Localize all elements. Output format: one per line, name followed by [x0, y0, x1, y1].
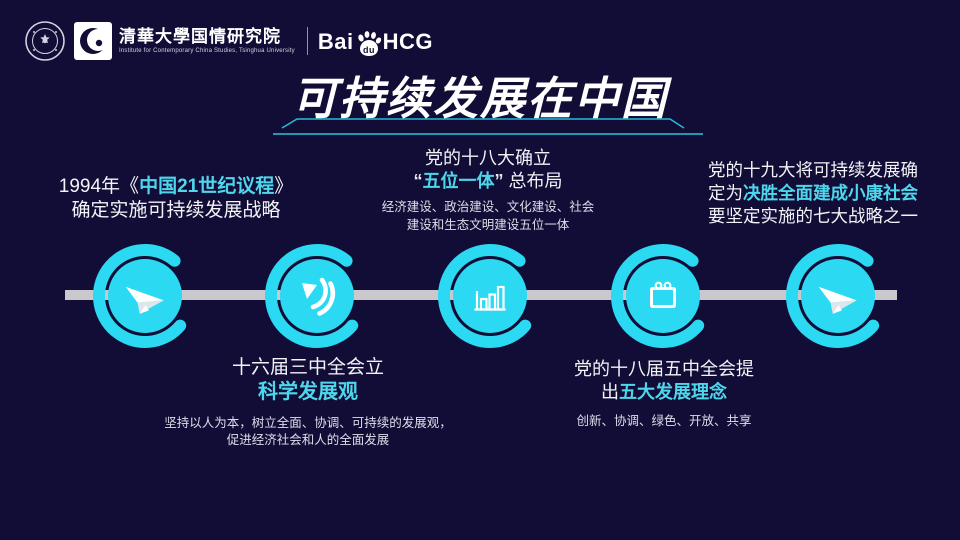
brand-bai: Bai	[317, 28, 354, 54]
title-underline-decoration	[273, 118, 703, 135]
header-divider	[306, 27, 308, 55]
event-1-pre: 1994年《	[58, 176, 140, 197]
brand-hcg: HCG	[382, 28, 433, 54]
event-5-line3: 要坚定实施的七大战略之一	[708, 206, 918, 227]
institute-crest-icon	[74, 22, 112, 60]
bar-chart-icon	[474, 285, 506, 311]
tsinghua-seal-icon	[25, 21, 65, 61]
event-1-post: 》	[274, 176, 294, 197]
event-3-post: 总布局	[503, 171, 563, 192]
timeline-node-3	[438, 244, 532, 348]
svg-text:du: du	[363, 45, 375, 55]
event-4-detail: 创新、协调、绿色、开放、共享	[576, 414, 752, 429]
event-2-highlight: 科学发展观	[258, 381, 358, 404]
event-5-highlight: 决胜全面建成小康社会	[743, 183, 918, 204]
event-3-line1: 党的十八大确立	[425, 148, 551, 168]
event-2-headline: 十六届三中全会立 科学发展观	[160, 356, 456, 406]
page-title: 可持续发展在中国	[291, 73, 668, 124]
event-5-line1: 党的十九大将可持续发展确	[708, 160, 918, 180]
event-1-text: 1994年《中国21世纪议程》 确定实施可持续发展战略	[28, 175, 324, 224]
event-3-headline: 党的十八大确立 “五位一体” 总布局	[378, 147, 598, 193]
event-3-detail: 经济建设、政治建设、文化建设、社会建设和生态文明建设五位一体	[381, 200, 595, 232]
institute-subtitle: Institute for Contemporary China Studies…	[119, 48, 295, 55]
timeline-node-4	[611, 244, 705, 348]
event-3-text: 党的十八大确立 “五位一体” 总布局 经济建设、政治建设、文化建设、社会建设和生…	[378, 147, 598, 234]
timeline-node-1	[93, 244, 187, 348]
institute-org: 清華大學国情研究院 Institute for Contemporary Chi…	[119, 26, 295, 55]
event-3-quote-open: “	[413, 171, 423, 192]
event-1-highlight: 中国21世纪议程	[139, 176, 275, 197]
calendar-icon	[650, 281, 676, 308]
event-4-text: 党的十八届五中全会提 出五大发展理念 创新、协调、绿色、开放、共享	[543, 358, 785, 431]
header: 清華大學国情研究院 Institute for Contemporary Chi…	[24, 18, 433, 64]
paper-plane-icon	[125, 286, 164, 314]
baidu-hcg-logo: Bai du HCG	[317, 28, 433, 56]
event-4-highlight: 五大发展理念	[619, 382, 727, 403]
timeline-node-2	[265, 244, 359, 348]
baidu-paw-icon: du	[357, 30, 381, 56]
event-1-headline: 1994年《中国21世纪议程》 确定实施可持续发展战略	[28, 175, 324, 224]
event-3-quote-close: ”	[494, 171, 504, 192]
event-4-headline: 党的十八届五中全会提 出五大发展理念	[543, 358, 785, 404]
event-2-text: 十六届三中全会立 科学发展观 坚持以人为本，树立全面、协调、可持续的发展观，促进…	[160, 356, 456, 450]
event-5-headline: 党的十九大将可持续发展确 定为决胜全面建成小康社会 要坚定实施的七大战略之一	[688, 159, 938, 228]
event-1-line2: 确定实施可持续发展战略	[71, 200, 281, 222]
event-5-pre2: 定为	[708, 183, 743, 204]
event-3-highlight: 五位一体	[422, 171, 495, 192]
paper-plane-icon	[818, 286, 857, 314]
event-2-detail: 坚持以人为本，树立全面、协调、可持续的发展观，促进经济社会和人的全面发展	[164, 415, 452, 448]
event-4-pre2: 出	[601, 382, 619, 403]
signal-waves-icon	[302, 277, 336, 316]
institute-name: 清華大學国情研究院	[119, 26, 281, 46]
event-4-line1: 党的十八届五中全会提	[574, 359, 754, 379]
event-2-line1: 十六届三中全会立	[231, 357, 384, 378]
timeline-node-5	[786, 244, 880, 348]
event-5-text: 党的十九大将可持续发展确 定为决胜全面建成小康社会 要坚定实施的七大战略之一	[688, 159, 938, 228]
